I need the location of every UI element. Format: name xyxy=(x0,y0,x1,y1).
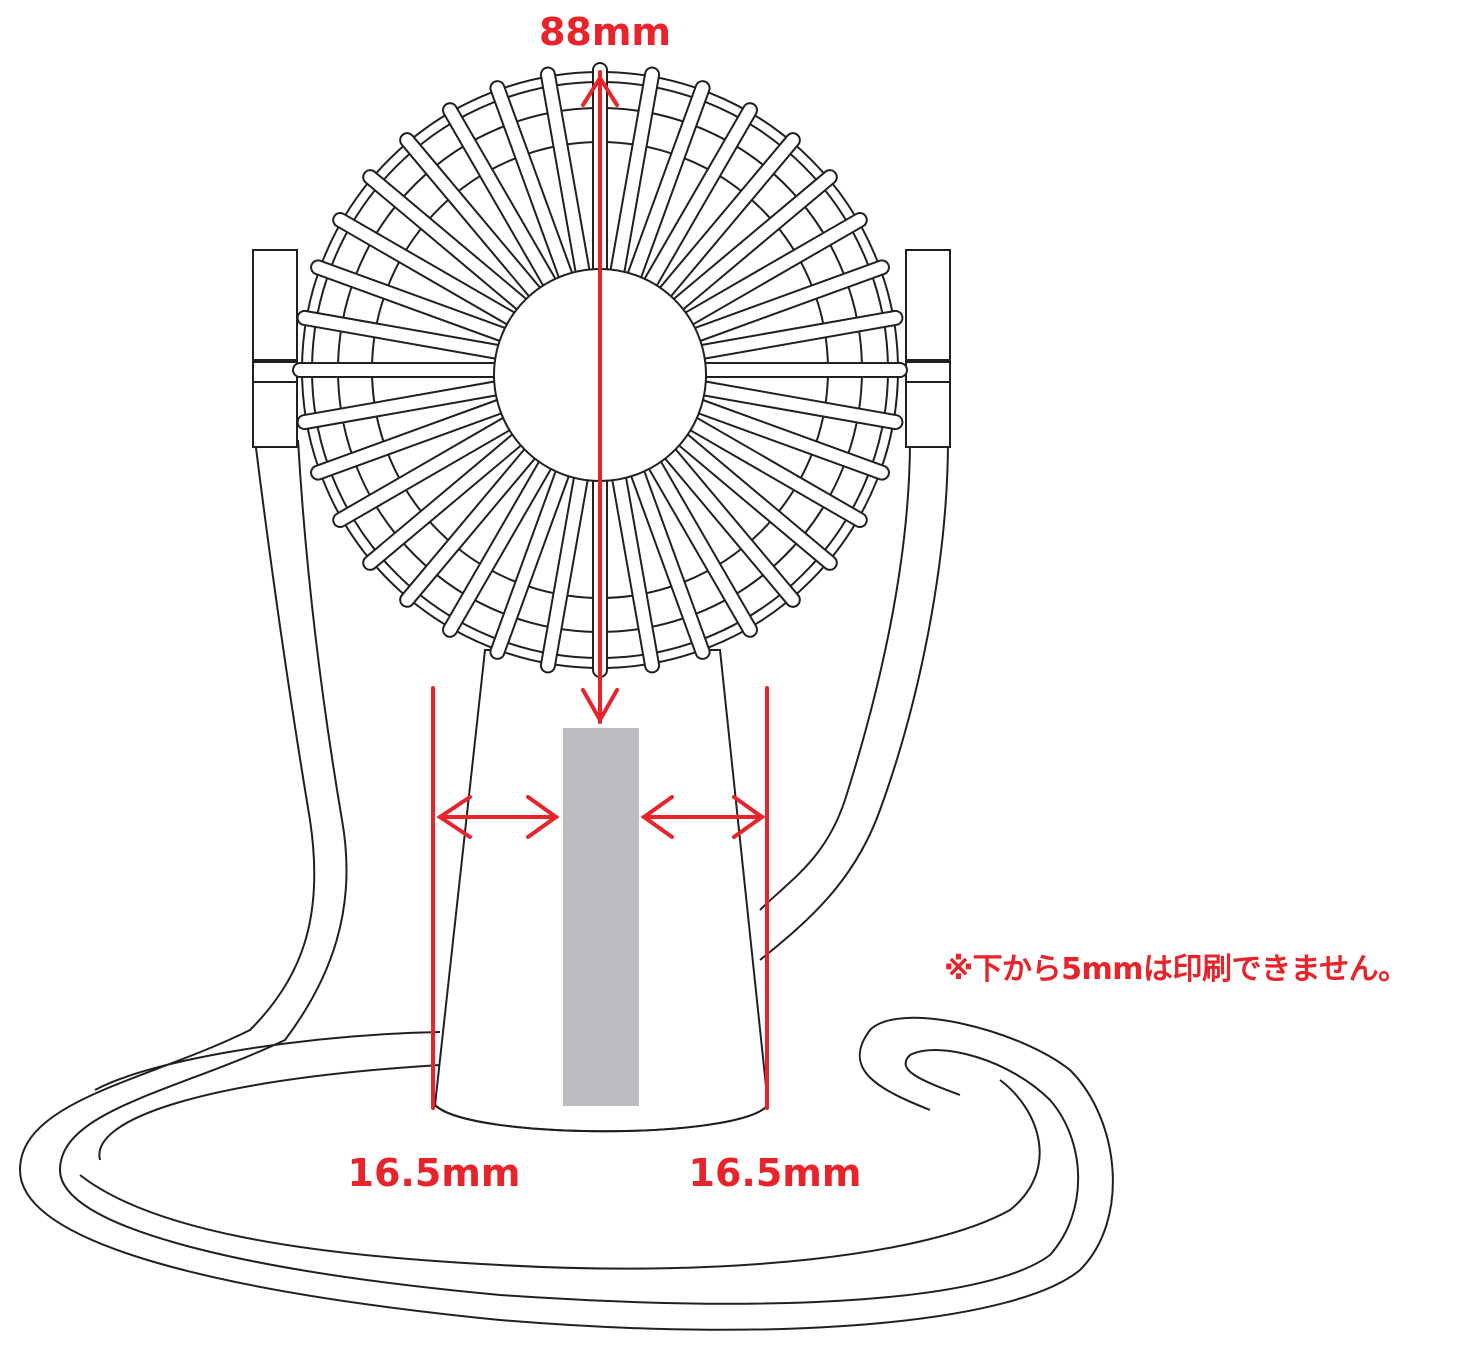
fan-spoke xyxy=(399,132,542,299)
fan-spoke xyxy=(296,379,503,431)
left-clip xyxy=(252,249,298,448)
fan-spokes xyxy=(292,62,908,678)
fan-spoke xyxy=(332,413,518,528)
fan-spoke xyxy=(310,259,509,344)
fan-spoke xyxy=(697,379,904,431)
fan-spoke xyxy=(643,102,758,288)
neck-strap xyxy=(18,439,1114,1331)
fan-spoke xyxy=(643,452,758,638)
fan-spoke xyxy=(691,259,890,344)
fan-spoke xyxy=(362,169,529,312)
fan-spoke xyxy=(691,396,890,481)
fan-spoke xyxy=(671,428,838,571)
right-width-dimension-label: 16.5mm xyxy=(689,1151,862,1195)
fan-spoke xyxy=(609,66,661,273)
fan-spoke xyxy=(658,441,801,608)
fan-spoke xyxy=(442,102,557,288)
fan-spoke xyxy=(697,309,904,361)
fan-spoke xyxy=(310,396,509,481)
fan-spoke xyxy=(682,212,868,327)
fan-spoke xyxy=(442,452,557,638)
left-width-dimension-label: 16.5mm xyxy=(348,1151,521,1195)
fan-spoke xyxy=(539,467,591,674)
print-area xyxy=(563,728,639,1106)
fan-spoke xyxy=(671,169,838,312)
fan-spoke xyxy=(626,80,711,279)
fan-spoke xyxy=(682,413,868,528)
fan-spoke xyxy=(539,66,591,273)
fan-spoke xyxy=(489,461,574,660)
fan-spoke xyxy=(292,362,500,378)
fan-spoke xyxy=(296,309,503,361)
fan-spoke xyxy=(658,132,801,299)
fan-spoke xyxy=(399,441,542,608)
print-restriction-note: ※下から5mmは印刷できません。 xyxy=(944,952,1408,987)
right-clip xyxy=(905,249,951,448)
fan-spoke xyxy=(332,212,518,327)
fan-spoke xyxy=(700,362,908,378)
fan-spoke xyxy=(626,461,711,660)
height-dimension-label: 88mm xyxy=(539,10,671,54)
fan-spoke xyxy=(489,80,574,279)
fan-spoke xyxy=(362,428,529,571)
fan-spoke xyxy=(609,467,661,674)
dimension-lines xyxy=(431,70,769,1110)
